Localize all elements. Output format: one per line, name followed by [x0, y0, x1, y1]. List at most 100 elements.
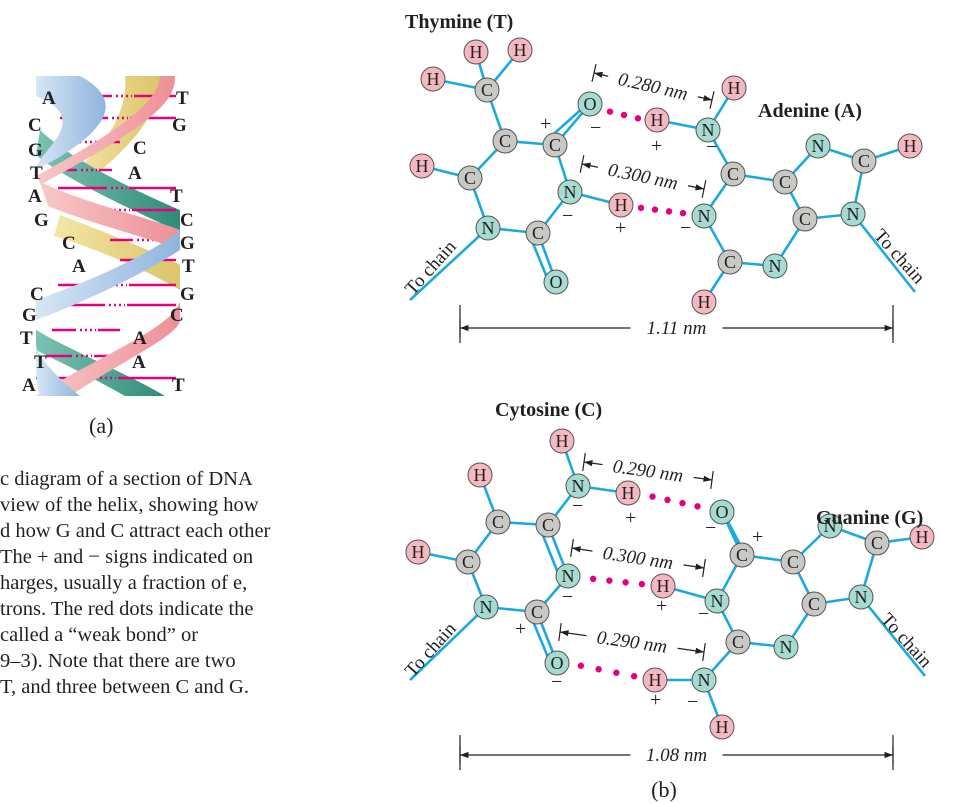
charge-plus: + — [752, 526, 763, 548]
svg-text:N: N — [780, 637, 793, 657]
svg-text:H: H — [412, 542, 425, 562]
svg-text:C: C — [799, 209, 811, 229]
atom-h: H — [897, 133, 923, 159]
charge-minus: − — [680, 217, 691, 239]
right-base-letter: T — [170, 186, 183, 207]
right-base-letter: T — [176, 88, 189, 109]
atom-o: O — [577, 91, 603, 117]
atom-n: N — [691, 667, 717, 693]
left-base-letter: A — [72, 256, 86, 277]
atom-n: N — [695, 117, 721, 143]
right-base-letter: C — [170, 305, 184, 326]
hydrogen-bond-dot — [606, 108, 614, 115]
left-base-letter: A — [22, 375, 36, 396]
atom-c: C — [772, 169, 798, 195]
svg-text:H: H — [916, 527, 929, 547]
caption-line: T, and three between C and G. — [0, 676, 249, 698]
to-chain-label: To chain — [876, 609, 936, 672]
hydrogen-bond-dot — [606, 577, 613, 584]
left-base-letter: A — [42, 88, 56, 109]
hydrogen-bond-dot — [649, 493, 656, 500]
atom-n: N — [704, 588, 730, 614]
caption-line: c diagram of a section of DNA — [0, 468, 253, 490]
to-chain-label: To chain — [401, 236, 461, 299]
atom-c: C — [851, 148, 877, 174]
atom-h: H — [650, 573, 676, 599]
atom-c: C — [542, 132, 568, 158]
atom-h: H — [409, 153, 435, 179]
covalent-bond — [851, 213, 917, 293]
charge-minus: − — [572, 495, 583, 517]
atom-o: O — [709, 499, 735, 525]
atom-n: N — [691, 203, 717, 229]
caption-line: called a “weak bond” or — [0, 624, 199, 646]
svg-text:C: C — [499, 131, 511, 151]
left-base-letter: T — [20, 328, 33, 349]
atom-c: C — [729, 542, 755, 568]
charge-plus: + — [656, 595, 667, 617]
svg-text:C: C — [481, 80, 493, 100]
bond-length-label: 0.290 nm — [595, 627, 668, 658]
caption-line: 9–3). Note that there are two — [0, 650, 236, 672]
svg-text:C: C — [724, 252, 736, 272]
svg-text:N: N — [698, 206, 711, 226]
atom-n: N — [762, 253, 788, 279]
left-base-letter: G — [22, 305, 37, 326]
right-base-letter: A — [132, 352, 146, 373]
bond-dimension-0290-bottom: 0.290 nm — [558, 623, 706, 661]
svg-text:C: C — [779, 172, 791, 192]
svg-text:N: N — [769, 256, 782, 276]
atom-n: N — [817, 513, 843, 539]
atom-n: N — [557, 179, 583, 205]
svg-text:N: N — [572, 476, 585, 496]
helix-strand-yellow-top — [72, 76, 160, 175]
hydrogen-bond-dot — [665, 208, 673, 215]
charge-plus: + — [615, 217, 626, 239]
svg-text:C: C — [549, 135, 561, 155]
svg-text:C: C — [532, 223, 544, 243]
charge-minus: − — [562, 205, 573, 227]
left-base-letter: T — [30, 163, 43, 184]
right-base-letter: A — [133, 328, 147, 349]
cytosine-title: Cytosine (C) — [495, 399, 602, 421]
atom-c: C — [864, 530, 890, 556]
atom-n: N — [565, 473, 591, 499]
helix-strand-pink-mid — [40, 182, 180, 250]
atom-h: H — [549, 428, 575, 454]
hydrogen-bond-dot — [620, 111, 628, 119]
charge-plus: + — [650, 689, 661, 711]
right-base-letter: A — [128, 163, 142, 184]
right-base-letter: G — [172, 115, 187, 136]
bond-dimension-0280: 0.280 nm — [591, 64, 715, 109]
atom-h: H — [608, 192, 634, 218]
bond-dimension-0300: 0.300 nm — [579, 155, 707, 198]
left-base-letter: C — [30, 284, 44, 305]
svg-text:H: H — [615, 195, 628, 215]
guanine-title: Guanine (G) — [816, 507, 923, 529]
left-base-letter: C — [28, 115, 42, 136]
atom-h: H — [644, 107, 670, 133]
atom-c: C — [801, 591, 827, 617]
caption-line: The + and − signs indicated on — [0, 546, 254, 568]
svg-text:C: C — [858, 151, 870, 171]
svg-text:O: O — [551, 653, 564, 673]
atom-n: N — [848, 584, 874, 610]
svg-text:N: N — [702, 120, 715, 140]
atom-c: C — [792, 206, 818, 232]
svg-text:H: H — [649, 670, 662, 690]
covalent-bond — [409, 606, 487, 681]
svg-text:H: H — [657, 576, 670, 596]
hydrogen-bond-dot — [613, 669, 620, 676]
charge-minus: − — [687, 691, 698, 713]
svg-text:C: C — [808, 594, 820, 614]
hydrogen-bond-dot — [664, 496, 671, 504]
svg-text:O: O — [716, 502, 729, 522]
helix-strand-green-1 — [36, 130, 180, 232]
left-base-letter: G — [28, 140, 43, 161]
svg-text:O: O — [550, 272, 563, 292]
atom-c: C — [725, 629, 751, 655]
svg-text:N: N — [824, 516, 837, 536]
svg-text:C: C — [736, 545, 748, 565]
